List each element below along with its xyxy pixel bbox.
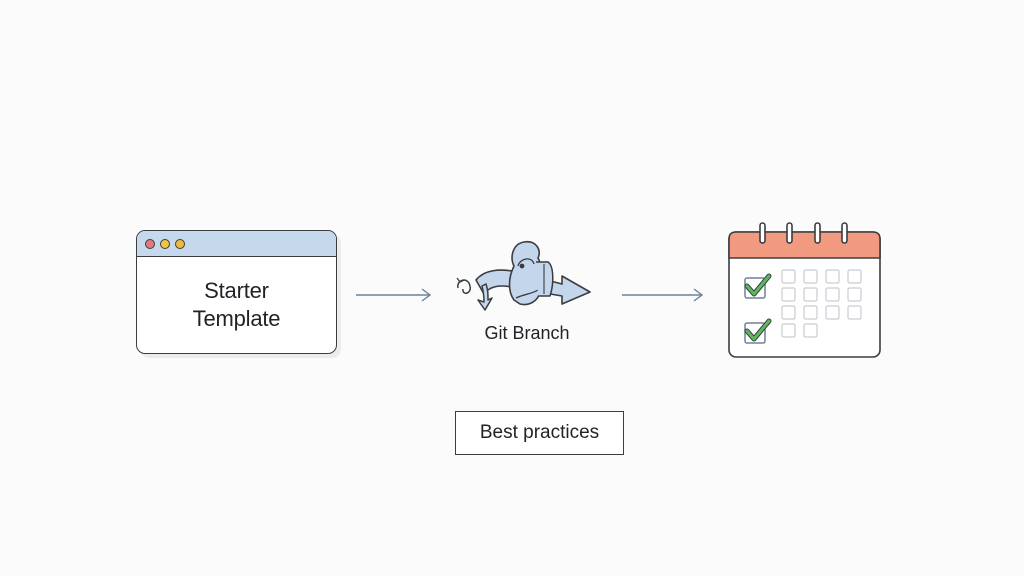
git-branch-icon [456,240,591,311]
git-branch-label: Git Branch [484,323,570,343]
checkmark-icon [744,273,772,344]
window-body: Starter Template [137,257,336,353]
arrow-right-icon [356,288,432,302]
best-practices-label: Best practices [479,422,600,443]
starter-template-label-line2: Template [192,306,281,331]
starter-template-window: Starter Template [136,230,337,354]
best-practices-box: Best practices [455,411,624,455]
arrow-right-icon-2 [622,288,704,302]
starter-template-label-line1: Starter [204,278,269,303]
window-title-bar [137,231,336,257]
window-minimize-dot [160,238,170,249]
calendar-icon [728,222,881,358]
window-close-dot [145,238,155,249]
window-maximize-dot [175,238,185,249]
starter-template-label: Starter Template [193,277,281,333]
